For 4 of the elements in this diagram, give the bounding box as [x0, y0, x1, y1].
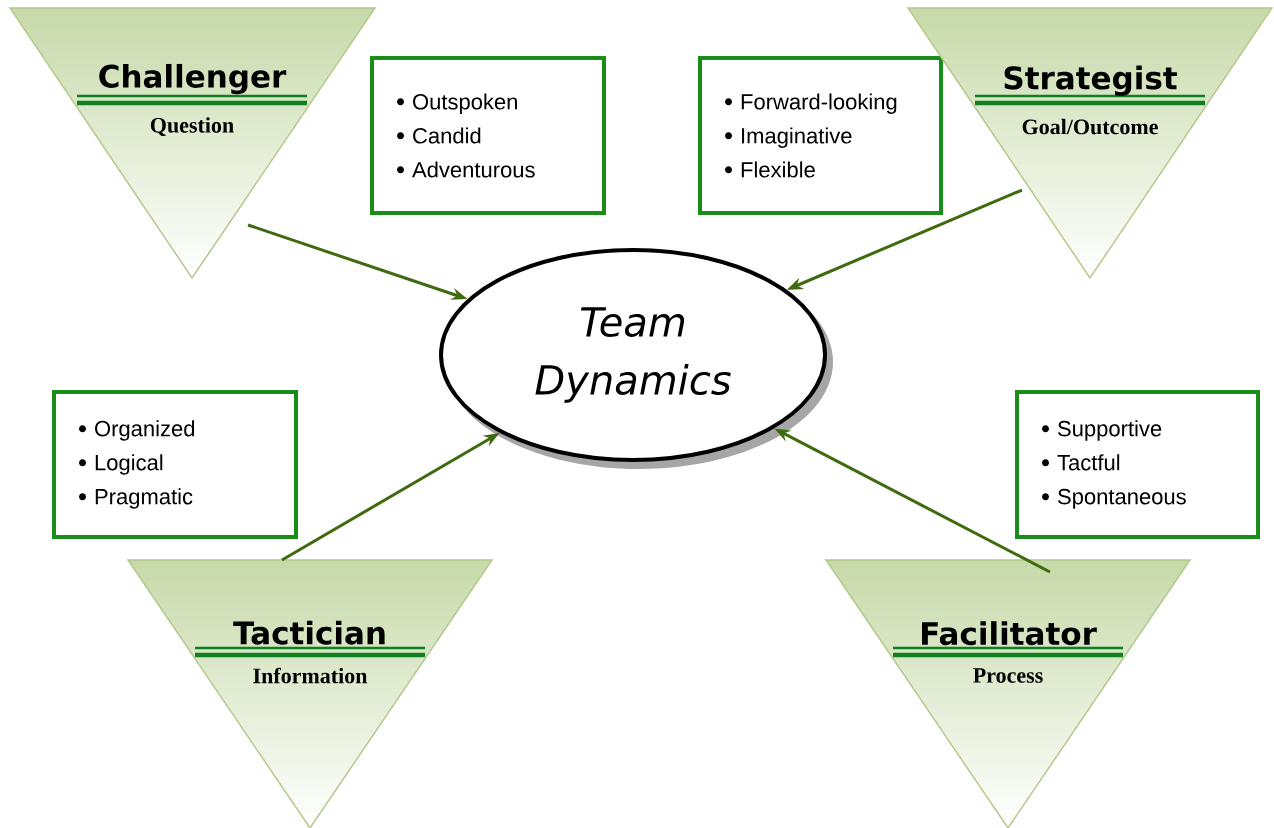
trait-box: Supportive Tactful Spontaneous: [1015, 390, 1260, 539]
trait-box: Organized Logical Pragmatic: [52, 390, 298, 539]
trait-box: Outspoken Candid Adventurous: [370, 56, 606, 215]
trait-box: Forward-looking Imaginative Flexible: [698, 56, 943, 215]
